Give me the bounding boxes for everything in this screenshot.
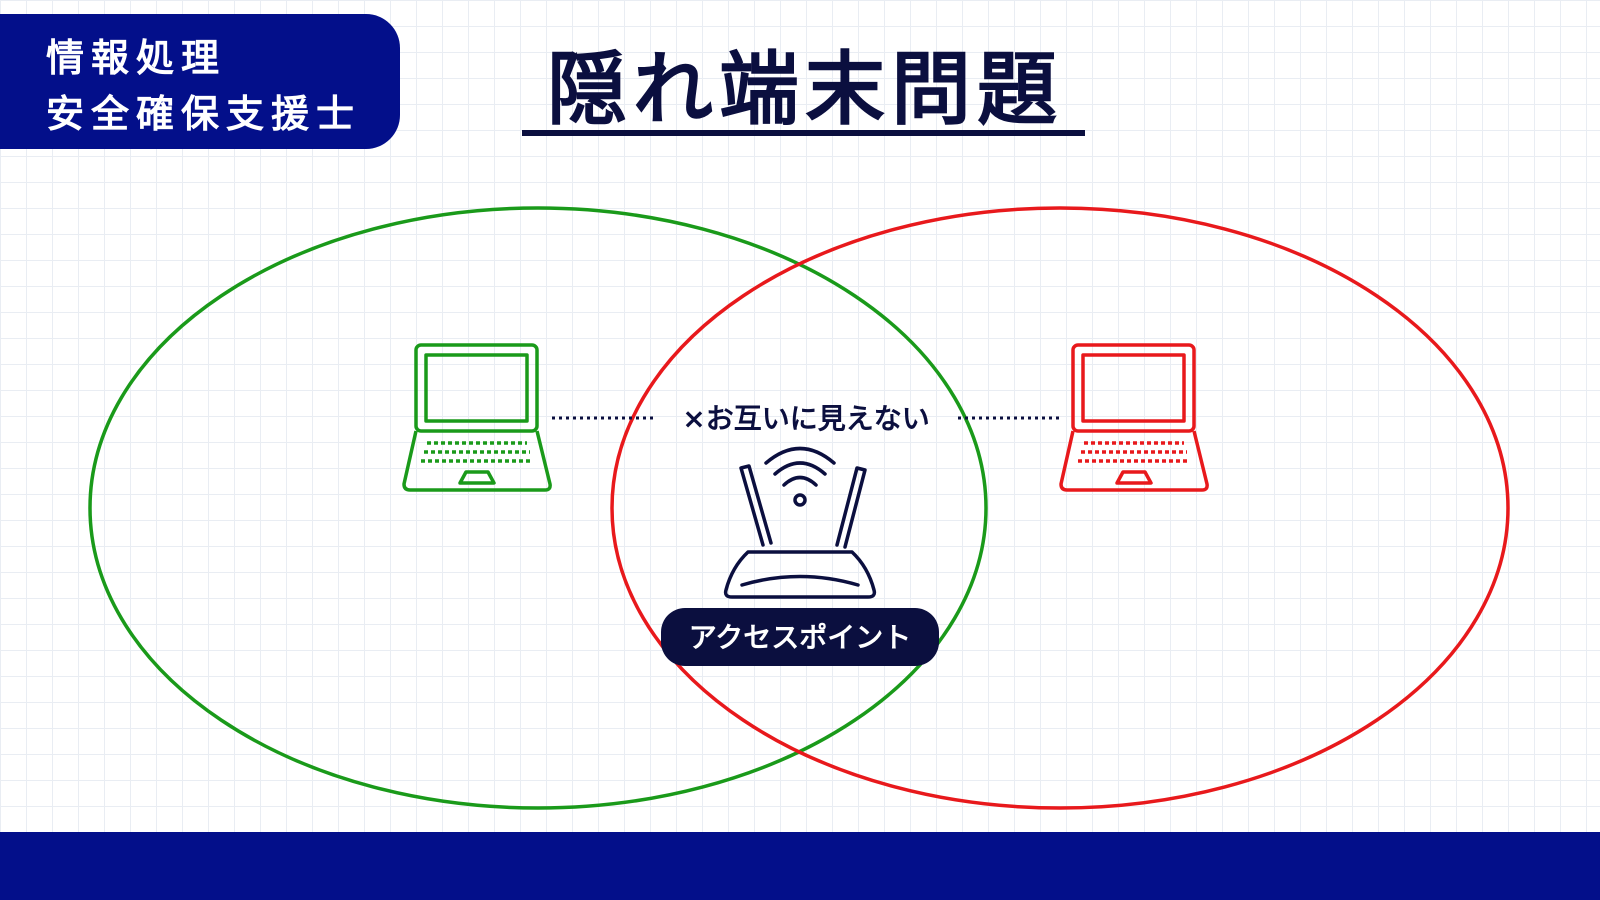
cannot-see-note: ×お互いに見えない [682,402,929,435]
right-coverage-ellipse [610,206,1510,810]
access-point-label: アクセスポイント [689,621,912,654]
footer-bar [0,832,1600,900]
wifi-router-icon [723,446,877,599]
title-underline [522,130,1085,136]
badge-line-1: 情報処理 [46,36,227,80]
access-point-label-bg [661,608,939,666]
page-title: 隠れ端末問題 [547,43,1063,136]
right-laptop-icon [1059,343,1209,492]
left-coverage-ellipse [88,206,988,810]
category-badge: 情報処理 安全確保支援士 [0,14,400,149]
badge-line-2: 安全確保支援士 [46,92,362,136]
left-laptop-icon [402,343,552,492]
